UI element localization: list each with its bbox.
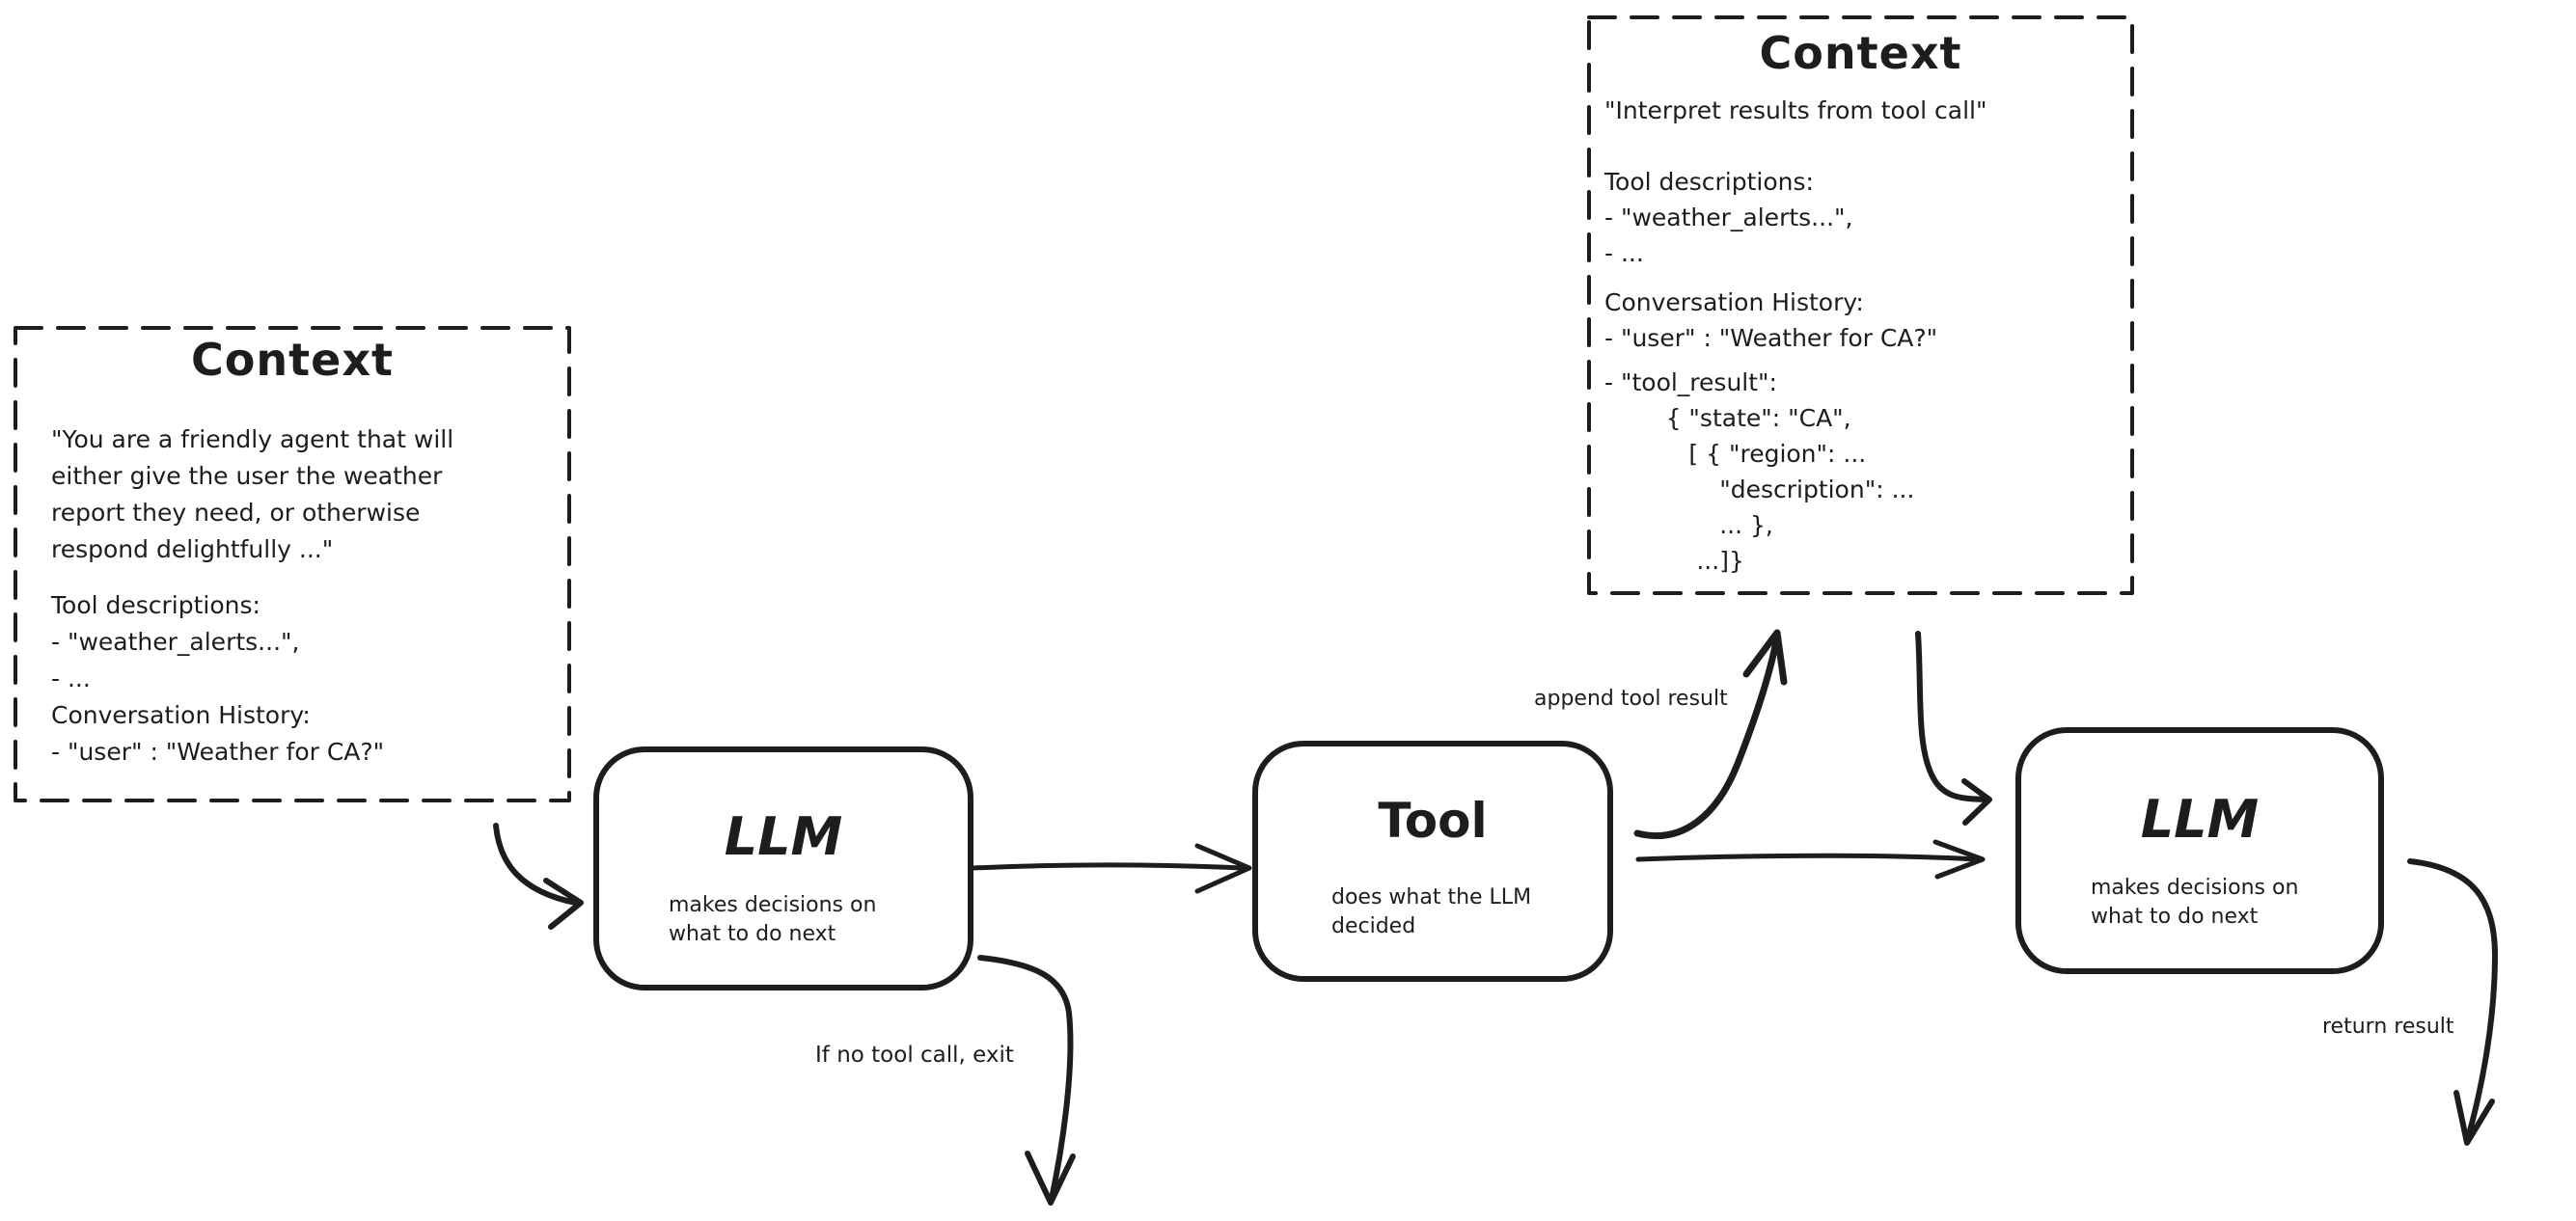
text-line: - ...: [1604, 239, 1644, 267]
text-line: { "state": "CA",: [1604, 404, 1851, 432]
arrowhead-icon: [1194, 843, 1252, 894]
arrow-llm-first-exit: [977, 955, 1076, 1206]
arrowhead-icon: [1025, 1151, 1076, 1206]
text-line: makes decisions on: [669, 893, 877, 917]
text-line: "You are a friendly agent that will: [51, 425, 454, 453]
text-line: Tool descriptions:: [1604, 168, 1814, 196]
llm-second-subtitle: makes decisions on what to do next: [2091, 874, 2298, 932]
text-line: ...]}: [1604, 547, 1744, 575]
arrowhead-icon: [1742, 629, 1788, 686]
text-line: - "weather_alerts...",: [51, 628, 300, 656]
text-line: - "user" : "Weather for CA?": [51, 738, 385, 766]
context-left-tool-descriptions: Tool descriptions: - "weather_alerts..."…: [51, 587, 299, 697]
llm-first-subtitle: makes decisions on what to do next: [669, 891, 876, 949]
text-line: Conversation History:: [1604, 288, 1864, 316]
arrow-tool-to-context-top-right: [1633, 629, 1788, 840]
text-line: - "user" : "Weather for CA?": [1604, 324, 1938, 352]
text-line: Conversation History:: [51, 701, 311, 729]
context-top-right-title: Context: [1759, 27, 1962, 79]
text-line: "description": ...: [1604, 475, 1915, 503]
text-line: decided: [1331, 914, 1416, 938]
tool-subtitle: does what the LLM decided: [1331, 883, 1531, 941]
text-line: - ...: [51, 665, 91, 692]
text-line: ... },: [1604, 511, 1773, 539]
text-line: Tool descriptions:: [51, 591, 260, 619]
arrowhead-icon: [543, 878, 584, 930]
arrow-context-top-right-to-llm-second: [1915, 631, 1992, 826]
arrowhead-icon: [1932, 839, 1986, 880]
context-top-right-tool-descriptions: Tool descriptions: - "weather_alerts..."…: [1604, 164, 1852, 271]
text-line: [ { "region": ...: [1604, 440, 1867, 468]
text-line: makes decisions on: [2091, 876, 2299, 900]
context-left-conversation-history: Conversation History: - "user" : "Weathe…: [51, 697, 384, 771]
arrowhead-icon: [2453, 1090, 2495, 1146]
context-left-title: Context: [191, 334, 394, 386]
text-line: respond delightfully ...": [51, 535, 334, 563]
context-left-box-outline: [14, 326, 571, 802]
arrow-llm-second-return: [2407, 858, 2498, 1146]
context-top-right-conversation-history: Conversation History: - "user" : "Weathe…: [1604, 285, 1937, 356]
text-line: - "weather_alerts...",: [1604, 204, 1853, 231]
append-tool-result-label: append tool result: [1534, 687, 1728, 711]
arrow-llm-first-to-tool: [971, 843, 1252, 894]
text-line: does what the LLM: [1331, 885, 1532, 909]
llm-second-title: LLM: [2140, 789, 2260, 850]
context-top-right-tool-result: - "tool_result": { "state": "CA", [ { "r…: [1604, 365, 1914, 579]
text-line: what to do next: [2091, 905, 2259, 929]
tool-box-outline: [1252, 741, 1613, 982]
llm-first-box-outline: [593, 746, 973, 990]
return-result-label: return result: [2322, 1015, 2454, 1039]
arrow-tool-to-llm-second: [1635, 839, 1986, 880]
context-left-system-prompt: "You are a friendly agent that will eith…: [51, 421, 453, 568]
if-no-tool-call-exit-label: If no tool call, exit: [815, 1043, 1014, 1068]
llm-first-title: LLM: [724, 806, 843, 867]
context-top-right-intro: "Interpret results from tool call": [1604, 93, 1987, 128]
llm-second-box-outline: [2015, 727, 2384, 974]
text-line: what to do next: [669, 922, 836, 946]
text-line: - "tool_result":: [1604, 368, 1777, 396]
text-line: "Interpret results from tool call": [1604, 96, 1987, 124]
arrowhead-icon: [1961, 778, 1992, 826]
tool-title: Tool: [1378, 793, 1488, 849]
text-line: either give the user the weather: [51, 462, 443, 490]
text-line: report they need, or otherwise: [51, 499, 421, 527]
context-top-right-box-outline: [1587, 15, 2134, 595]
arrow-context-left-to-llm-first: [493, 823, 584, 930]
